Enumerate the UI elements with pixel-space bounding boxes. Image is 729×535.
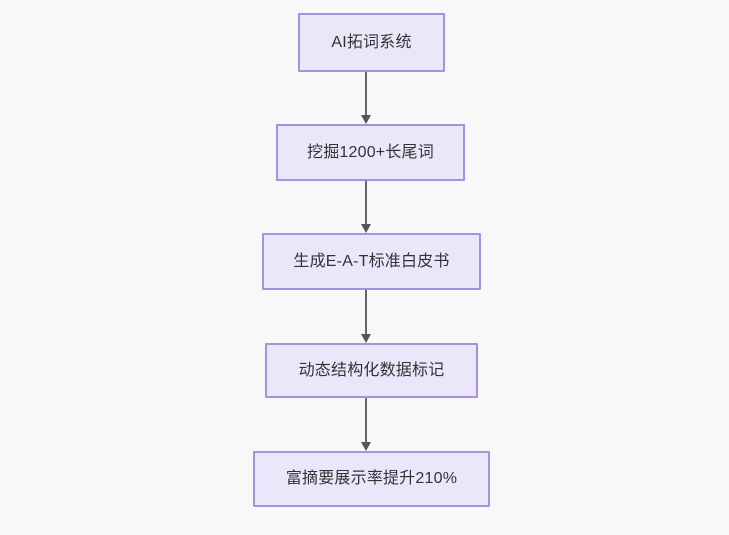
- flow-edge-n2-to-n3: [361, 181, 371, 233]
- flow-edge-n3-to-n4: [361, 290, 371, 343]
- arrow-head-icon: [361, 442, 371, 451]
- flow-node-dynamic-structured-data-markup[interactable]: 动态结构化数据标记: [265, 343, 478, 398]
- edge-line: [365, 290, 367, 335]
- arrow-head-icon: [361, 334, 371, 343]
- arrow-head-icon: [361, 224, 371, 233]
- flow-node-generate-eat-whitepaper[interactable]: 生成E-A-T标准白皮书: [262, 233, 481, 290]
- arrow-head-icon: [361, 115, 371, 124]
- edge-line: [365, 398, 367, 443]
- flow-node-rich-snippet-impression-lift[interactable]: 富摘要展示率提升210%: [253, 451, 490, 507]
- edge-line: [365, 181, 367, 225]
- flow-edge-n1-to-n2: [361, 72, 371, 124]
- flow-node-ai-keyword-system[interactable]: AI拓词系统: [298, 13, 445, 72]
- edge-line: [365, 72, 367, 116]
- flow-node-mine-longtail-keywords[interactable]: 挖掘1200+长尾词: [276, 124, 465, 181]
- flow-edge-n4-to-n5: [361, 398, 371, 451]
